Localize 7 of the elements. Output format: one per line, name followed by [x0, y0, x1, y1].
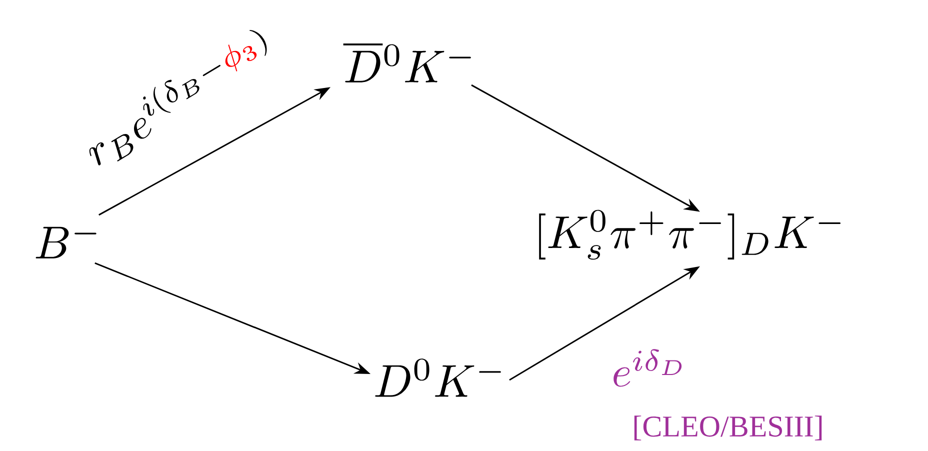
note-label: [CLEO/BESIII] — [634, 416, 822, 440]
state-label: $D^0 K^-$ — [375, 358, 501, 397]
state-label: $[K_s^0\pi^+\pi^-]_D K^-$ — [539, 210, 841, 260]
state-label: $\overline{D}{}^0 K^-$ — [343, 44, 471, 82]
state-label: $B^-$ — [36, 226, 96, 258]
edge-label: $r_B e^{i(\delta_B-{\color{red}\phi_3})}$ — [89, 30, 267, 166]
edge-label: $e^{i\delta_D}$ — [614, 349, 682, 387]
